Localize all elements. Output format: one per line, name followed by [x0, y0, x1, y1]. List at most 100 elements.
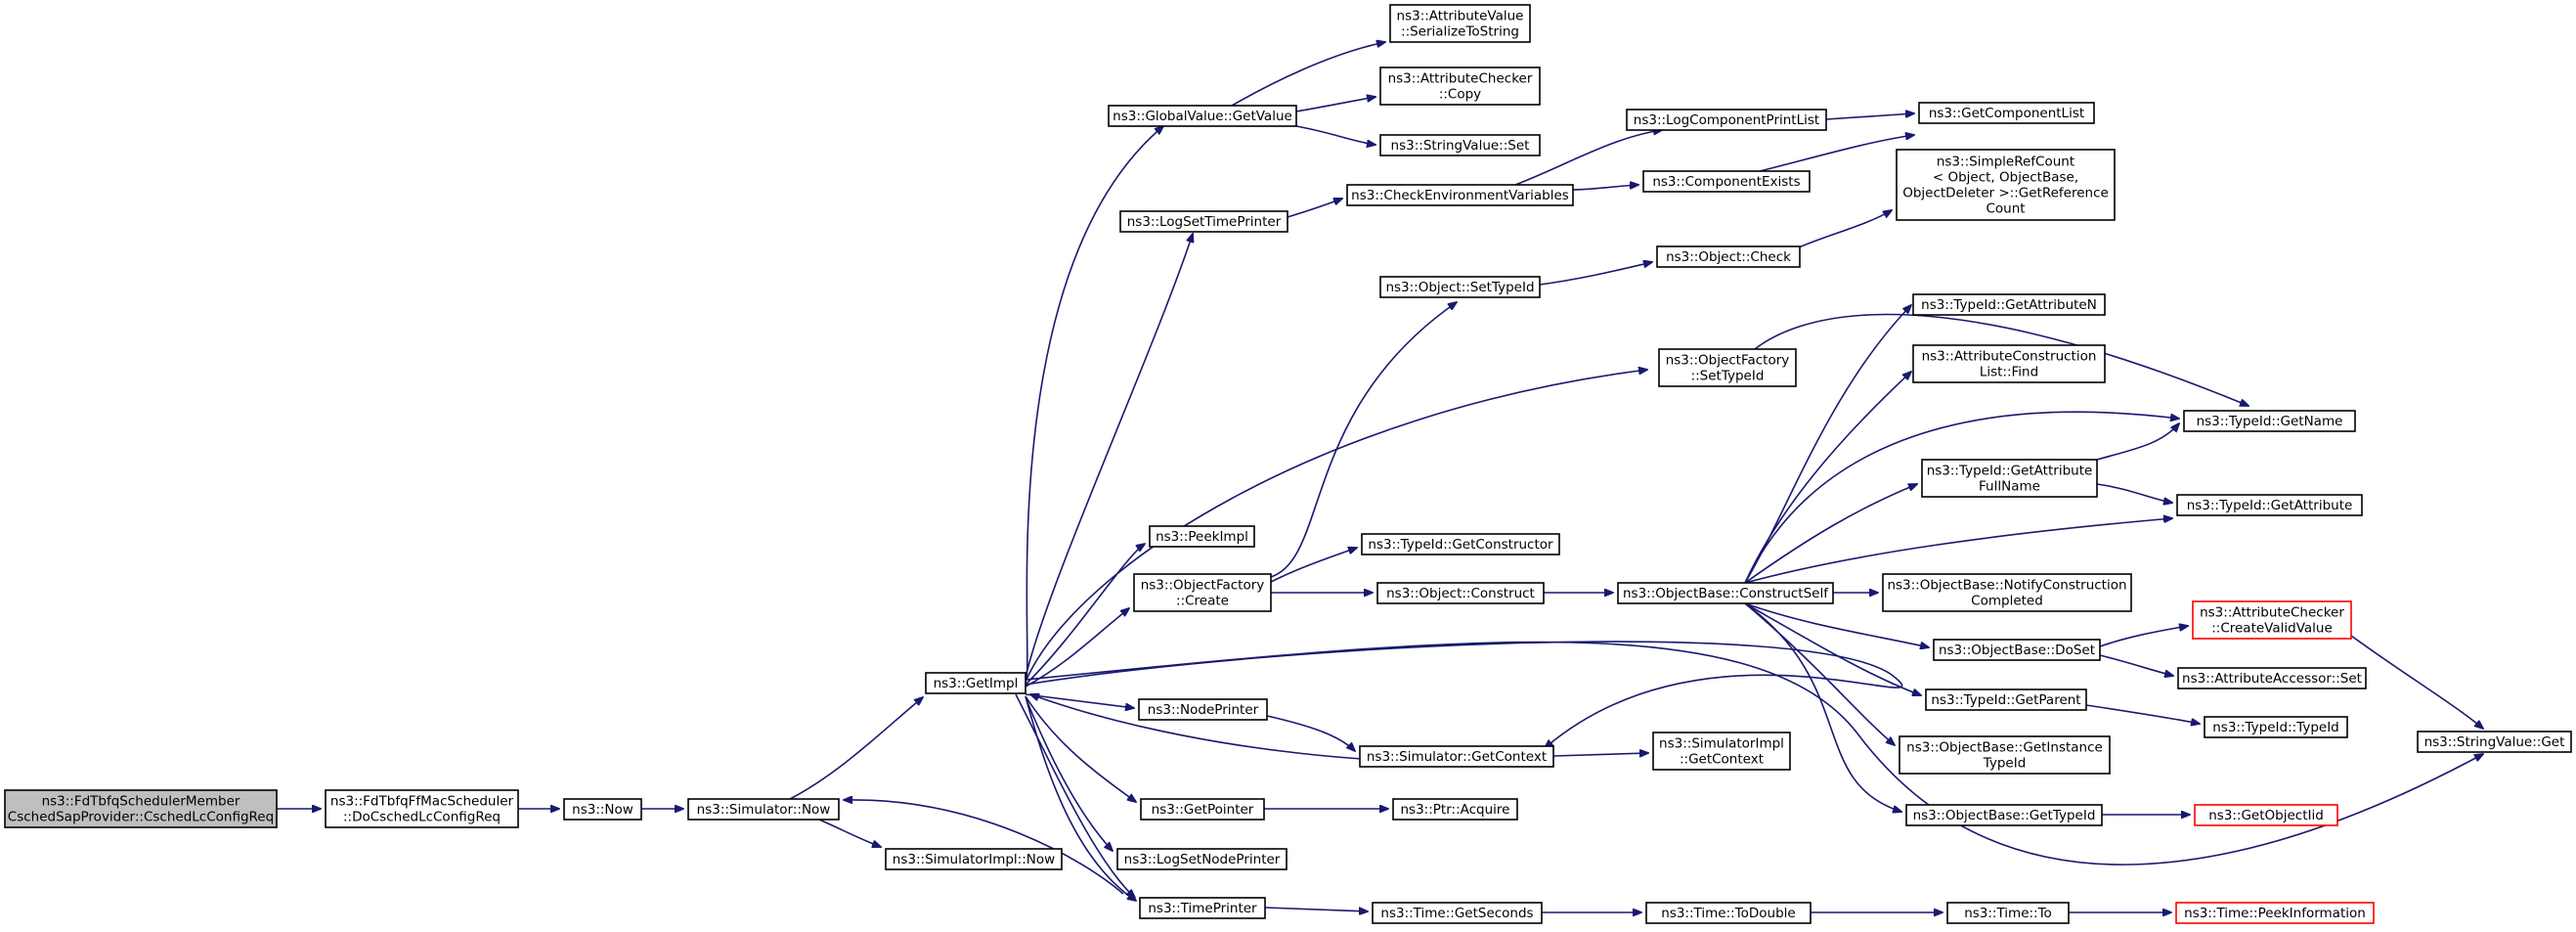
function-node-getcl[interactable]: ns3::GetComponentList: [1918, 102, 2095, 124]
call-edge-line: [1231, 42, 1385, 107]
function-node-objconstruct[interactable]: ns3::Object::Construct: [1376, 582, 1545, 604]
call-edge-line: [1025, 696, 1113, 851]
node-label-line: ns3::AttributeChecker: [1388, 71, 1533, 87]
node-label-line: ::Copy: [1439, 87, 1481, 103]
function-node-acvalid[interactable]: ns3::AttributeChecker::CreateValidValue: [2192, 600, 2352, 640]
node-label-line: ::CreateValidValue: [2211, 621, 2333, 637]
function-node-svget[interactable]: ns3::StringValue::Get: [2417, 731, 2572, 753]
function-node-timegs[interactable]: ns3::Time::GetSeconds: [1372, 902, 1543, 924]
function-node-getimpl[interactable]: ns3::GetImpl: [925, 672, 1026, 694]
call-edge: [1295, 125, 1375, 145]
function-node-obdoset[interactable]: ns3::ObjectBase::DoSet: [1933, 639, 2101, 661]
node-label-line: FullName: [1979, 479, 2040, 495]
function-node-logtp[interactable]: ns3::LogSetTimePrinter: [1119, 210, 1288, 233]
function-node-start[interactable]: ns3::FdTbfqSchedulerMemberCschedSapProvi…: [4, 789, 278, 828]
function-node-peekimpl[interactable]: ns3::PeekImpl: [1149, 525, 1255, 548]
node-label-line: ns3::AttributeChecker: [2200, 605, 2344, 621]
function-node-svset[interactable]: ns3::StringValue::Set: [1379, 134, 1541, 156]
function-node-obncc[interactable]: ns3::ObjectBase::NotifyConstructionCompl…: [1882, 573, 2132, 612]
node-box: [1896, 149, 2116, 221]
function-node-objsettid[interactable]: ns3::Object::SetTypeId: [1379, 276, 1541, 298]
function-node-aaset[interactable]: ns3::AttributeAccessor::Set: [2177, 667, 2367, 689]
node-label-line: ns3::PeekImpl: [1156, 529, 1248, 545]
node-box: [1379, 67, 1541, 106]
function-node-simnow[interactable]: ns3::Simulator::Now: [687, 798, 840, 821]
call-edge-line: [1266, 715, 1355, 751]
call-edge: [1025, 695, 1136, 802]
node-label-line: ns3::TypeId::GetParent: [1931, 692, 2080, 708]
node-box: [1882, 573, 2132, 612]
call-edge: [1270, 548, 1357, 583]
node-label-line: ns3::SimpleRefCount: [1937, 155, 2074, 170]
call-edge: [1825, 113, 1914, 120]
function-node-checkenv[interactable]: ns3::CheckEnvironmentVariables: [1346, 184, 1574, 206]
function-node-accopy[interactable]: ns3::AttributeChecker::Copy: [1379, 67, 1541, 106]
node-label-line: < Object, ObjectBase,: [1933, 170, 2078, 186]
function-node-compex[interactable]: ns3::ComponentExists: [1642, 170, 1811, 193]
function-node-tidtid[interactable]: ns3::TypeId::TypeId: [2204, 716, 2348, 738]
node-label-line: ns3::Ptr::Acquire: [1401, 802, 1510, 818]
function-node-doc[interactable]: ns3::FdTbfqFfMacScheduler::DoCschedLcCon…: [325, 789, 519, 828]
function-node-nodeprinter[interactable]: ns3::NodePrinter: [1138, 698, 1268, 721]
node-box: [1149, 525, 1255, 548]
function-node-lsnp[interactable]: ns3::LogSetNodePrinter: [1116, 848, 1288, 870]
node-label-line: ns3::TypeId::GetAttribute: [2187, 498, 2353, 513]
call-edge-line: [1025, 544, 1145, 686]
call-edge-line: [1287, 199, 1342, 218]
node-label-line: ns3::TypeId::GetAttribute: [1927, 464, 2093, 479]
node-box: [1361, 533, 1560, 555]
call-edge: [1514, 130, 1662, 186]
function-node-gvget[interactable]: ns3::GlobalValue::GetValue: [1108, 105, 1297, 127]
function-node-implnow[interactable]: ns3::SimulatorImpl::Now: [885, 848, 1063, 870]
function-node-implgetctx[interactable]: ns3::SimulatorImpl::GetContext: [1652, 732, 1791, 771]
node-box: [1933, 639, 2101, 661]
node-box: [1912, 344, 2106, 383]
function-node-timetd[interactable]: ns3::Time::ToDouble: [1645, 902, 1812, 924]
node-label-line: ns3::Time::GetSeconds: [1380, 906, 1533, 921]
node-label-line: ::SerializeToString: [1401, 24, 1519, 40]
function-node-tidgp[interactable]: ns3::TypeId::GetParent: [1925, 688, 2087, 711]
node-box: [1346, 184, 1574, 206]
node-box: [4, 789, 278, 828]
function-node-ofsettid[interactable]: ns3::ObjectFactory::SetTypeId: [1658, 348, 1797, 387]
function-node-timeprinter[interactable]: ns3::TimePrinter: [1139, 897, 1266, 919]
node-label-line: ::DoCschedLcConfigReq: [343, 810, 501, 825]
function-node-objcheck[interactable]: ns3::Object::Check: [1656, 245, 1801, 268]
function-node-timepeek[interactable]: ns3::Time::PeekInformation: [2175, 902, 2375, 924]
function-node-now[interactable]: ns3::Now: [563, 798, 642, 821]
function-node-simgetctx[interactable]: ns3::Simulator::GetContext: [1359, 745, 1554, 768]
function-node-tidga[interactable]: ns3::TypeId::GetAttribute: [2176, 494, 2363, 516]
call-edge: [1287, 199, 1342, 218]
node-box: [1925, 688, 2087, 711]
function-node-tidgc[interactable]: ns3::TypeId::GetConstructor: [1361, 533, 1560, 555]
node-box: [1372, 902, 1543, 924]
function-node-ptracq[interactable]: ns3::Ptr::Acquire: [1392, 798, 1518, 821]
function-node-getpointer[interactable]: ns3::GetPointer: [1140, 798, 1265, 821]
function-node-obcs[interactable]: ns3::ObjectBase::ConstructSelf: [1617, 582, 1834, 604]
function-node-getoiid[interactable]: ns3::GetObjectIid: [2194, 804, 2338, 826]
node-box: [1946, 902, 2070, 924]
node-box: [1921, 459, 2098, 498]
function-node-lcpl[interactable]: ns3::LogComponentPrintList: [1626, 109, 1827, 131]
call-edge-line: [2085, 704, 2200, 724]
call-edge: [1754, 313, 2249, 406]
node-label-line: ns3::Time::To: [1964, 906, 2052, 921]
call-edge-line: [1539, 262, 1652, 286]
function-node-srcount[interactable]: ns3::SimpleRefCount< Object, ObjectBase,…: [1896, 149, 2116, 221]
function-node-obgtid[interactable]: ns3::ObjectBase::GetTypeId: [1905, 804, 2103, 826]
function-node-timeto[interactable]: ns3::Time::To: [1946, 902, 2070, 924]
node-box: [2192, 600, 2352, 640]
call-edge: [818, 819, 881, 847]
call-edge: [1539, 262, 1652, 286]
function-node-ofcreate[interactable]: ns3::ObjectFactory::Create: [1133, 573, 1272, 612]
function-nodes: ns3::FdTbfqSchedulerMemberCschedSapProvi…: [4, 4, 2572, 924]
node-label-line: Count: [1986, 201, 2025, 217]
call-edge-line: [1025, 695, 1136, 802]
function-node-tidgetname[interactable]: ns3::TypeId::GetName: [2183, 410, 2356, 432]
function-node-avser[interactable]: ns3::AttributeValue::SerializeToString: [1389, 4, 1531, 43]
function-node-tidgan[interactable]: ns3::TypeId::GetAttributeN: [1912, 293, 2106, 316]
node-label-line: ns3::ObjectBase::GetTypeId: [1913, 808, 2096, 823]
